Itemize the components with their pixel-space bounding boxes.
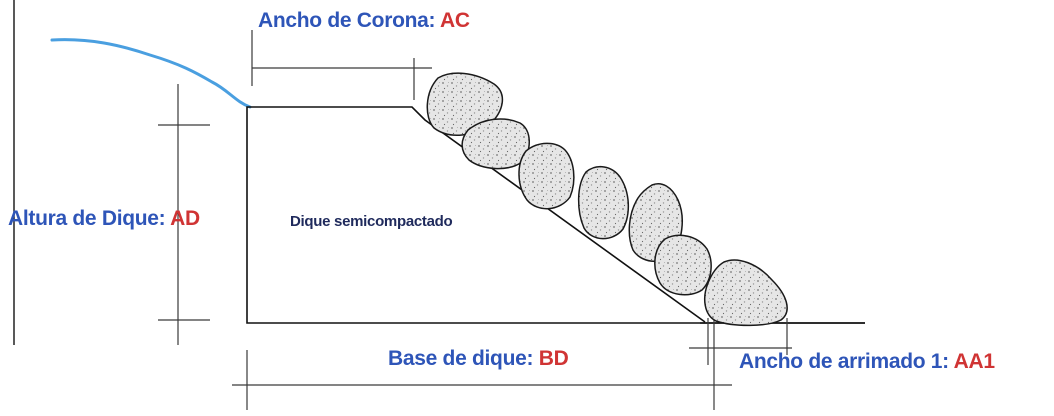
crest-width-label: Ancho de Corona: AC bbox=[258, 9, 470, 33]
toe-width-text: Ancho de arrimado 1: bbox=[739, 350, 954, 373]
crest-width-dimension bbox=[251, 30, 432, 100]
dike-height-text: Altura de Dique: bbox=[8, 207, 171, 230]
dike-height-label: Altura de Dique: AD bbox=[8, 207, 200, 231]
riprap-stone bbox=[703, 259, 788, 327]
dike-base-code: BD bbox=[538, 347, 569, 370]
riprap-stones bbox=[426, 72, 788, 327]
riprap-stone bbox=[461, 118, 530, 170]
crest-width-text: Ancho de Corona: bbox=[258, 9, 440, 32]
dike-height-dimension bbox=[158, 84, 210, 345]
dike-height-code: AD bbox=[170, 207, 200, 230]
toe-width-code: AA1 bbox=[953, 350, 995, 373]
riprap-stone bbox=[577, 165, 629, 240]
water-line bbox=[50, 38, 252, 109]
dike-base-text: Base de dique: bbox=[388, 347, 539, 370]
dike-body-label: Dique semicompactado bbox=[290, 213, 453, 230]
riprap-stone bbox=[654, 234, 712, 296]
toe-width-dimension bbox=[689, 318, 792, 365]
riprap-stone bbox=[518, 142, 575, 210]
toe-width-label: Ancho de arrimado 1: AA1 bbox=[739, 350, 995, 374]
dike-base-label: Base de dique: BD bbox=[388, 347, 569, 371]
dike-base-dimension bbox=[232, 305, 732, 410]
crest-width-code: AC bbox=[439, 9, 470, 32]
